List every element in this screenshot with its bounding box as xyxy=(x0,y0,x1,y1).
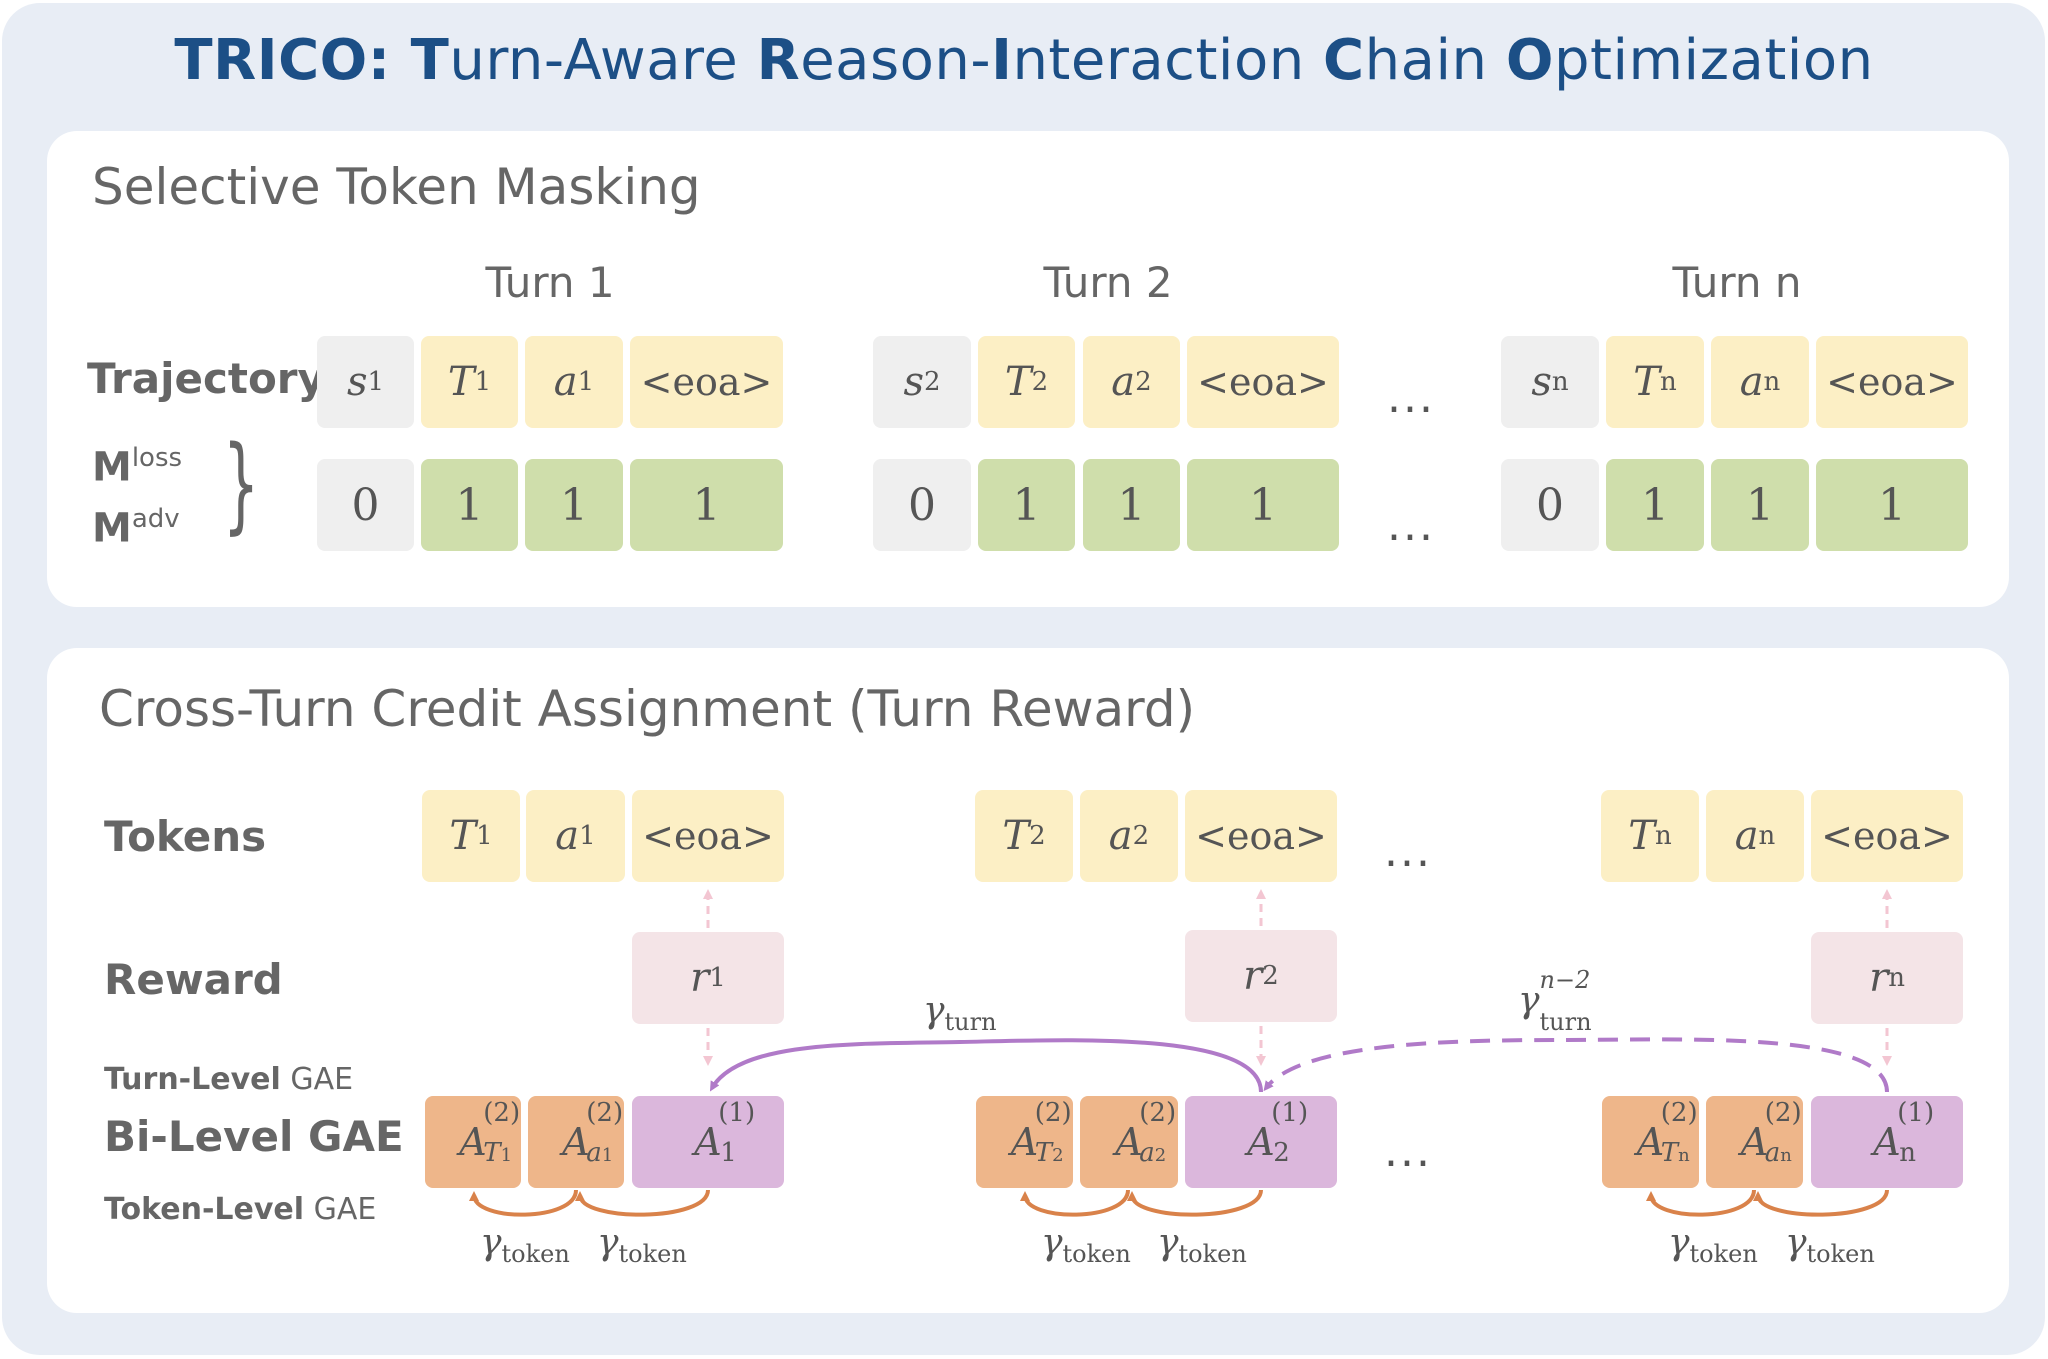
token-discount-arrow xyxy=(575,1189,710,1217)
mask-loss-label: Mloss xyxy=(92,443,183,491)
turn-discount-arrow xyxy=(709,1038,1263,1093)
gamma-token-label: γtoken xyxy=(1157,1222,1247,1269)
turn-advantage-box: A(1)1 xyxy=(632,1096,784,1188)
token-advantage-box: A(2)T1 xyxy=(425,1096,521,1188)
eoa-token: <eoa> xyxy=(1816,336,1968,428)
turn-advantage-box: A(1)2 xyxy=(1185,1096,1337,1188)
mask-value: 0 xyxy=(1501,459,1599,551)
credit-heading: Cross-Turn Credit Assignment (Turn Rewar… xyxy=(99,680,1196,738)
token-advantage-box: A(2)T2 xyxy=(976,1096,1073,1188)
trajectory-label: Trajectory xyxy=(87,354,325,403)
gamma-token-label: γtoken xyxy=(480,1222,570,1269)
token-discount-arrow xyxy=(1127,1189,1263,1217)
turn-advantage-box: A(1)n xyxy=(1811,1096,1963,1188)
reward-down-arrows xyxy=(703,1026,1892,1066)
token-advantage-box: A(2)an xyxy=(1706,1096,1803,1188)
token-discount-arrow xyxy=(1646,1189,1756,1217)
tokens-label: Tokens xyxy=(104,812,267,861)
mask-adv-label: Madv xyxy=(92,504,180,552)
mask-value: 1 xyxy=(1711,459,1809,551)
ellipsis: ... xyxy=(1387,372,1435,423)
diagram-title: TRICO: Turn-Aware Reason-Interaction Cha… xyxy=(174,28,1874,93)
ellipsis: ... xyxy=(1384,1126,1432,1177)
turn-discount-power-arrow xyxy=(1263,1037,1889,1093)
gamma-turn-label: γturn xyxy=(923,990,997,1037)
mask-value: 1 xyxy=(421,459,518,551)
ellipsis: ... xyxy=(1387,500,1435,551)
eoa-token: <eoa> xyxy=(632,790,784,882)
mask-value: 1 xyxy=(1187,459,1339,551)
eoa-token: <eoa> xyxy=(1187,336,1339,428)
mask-value: 1 xyxy=(1083,459,1180,551)
mask-value: 1 xyxy=(630,459,783,551)
token-discount-arrow xyxy=(469,1189,578,1217)
mask-value: 1 xyxy=(1606,459,1704,551)
token-advantage-box: A(2)a2 xyxy=(1080,1096,1178,1188)
eoa-token: <eoa> xyxy=(1811,790,1963,882)
bilevel-gae-label: Bi-Level GAE xyxy=(104,1112,404,1161)
eoa-token: <eoa> xyxy=(1185,790,1337,882)
gamma-token-label: γtoken xyxy=(597,1222,687,1269)
gamma-token-label: γtoken xyxy=(1668,1222,1758,1269)
mask-value: 1 xyxy=(978,459,1075,551)
token-level-gae-label: Token-Level GAE xyxy=(104,1192,377,1227)
reward-up-arrows xyxy=(703,889,1892,928)
masking-heading: Selective Token Masking xyxy=(92,158,701,216)
mask-brace: } xyxy=(222,423,260,545)
gamma-token-label: γtoken xyxy=(1041,1222,1131,1269)
token-advantage-box: A(2)a1 xyxy=(528,1096,624,1188)
turn-n-label: Turn n xyxy=(1672,258,1802,307)
mask-value: 0 xyxy=(873,459,971,551)
token-discount-arrow xyxy=(1753,1189,1889,1217)
turn-2-label: Turn 2 xyxy=(1043,258,1173,307)
token-advantage-box: A(2)Tn xyxy=(1602,1096,1699,1188)
ellipsis: ... xyxy=(1384,826,1432,877)
eoa-token: <eoa> xyxy=(630,336,783,428)
turn-level-gae-label: Turn-Level GAE xyxy=(104,1062,354,1097)
mask-value: 0 xyxy=(317,459,414,551)
token-discount-arrow xyxy=(1020,1189,1130,1217)
reward-label: Reward xyxy=(104,955,283,1004)
mask-value: 1 xyxy=(1816,459,1968,551)
turn-1-label: Turn 1 xyxy=(485,258,615,307)
mask-value: 1 xyxy=(525,459,623,551)
gamma-token-label: γtoken xyxy=(1785,1222,1875,1269)
